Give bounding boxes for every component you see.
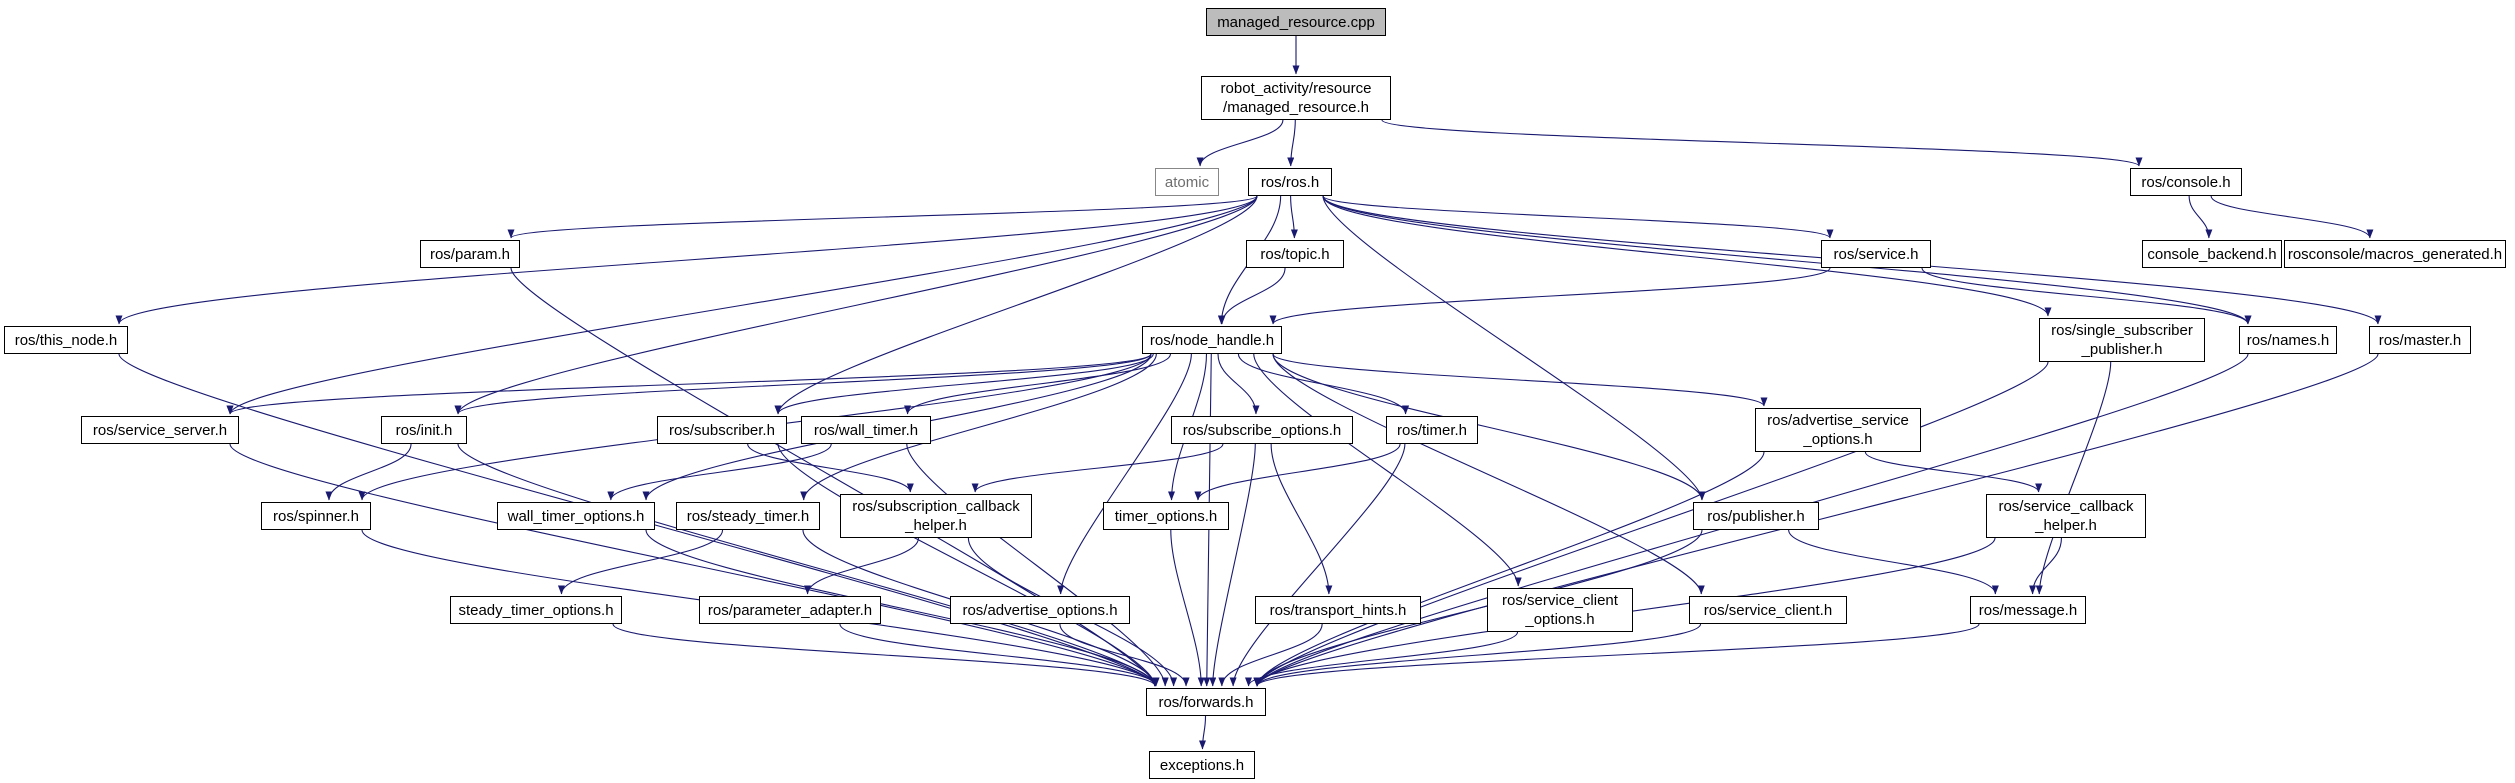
include-edge-subscribe_options-to-forwards — [1209, 443, 1256, 687]
include-edge-subscriber-to-forwards — [777, 443, 1159, 687]
graph-node-master[interactable]: ros/master.h — [2369, 326, 2471, 354]
include-edge-console-to-macros — [2210, 195, 2374, 239]
include-edge-service_server-to-forwards — [229, 443, 1159, 687]
include-edge-console-to-console_backend — [2188, 195, 2213, 239]
include-edge-mrh-to-console — [1381, 119, 2143, 167]
include-edge-subscribe_options-to-transport_hints — [1270, 443, 1333, 595]
include-edge-node_handle-to-advertise_options — [1057, 353, 1192, 595]
include-edge-subscribe_options-to-sch — [971, 443, 1224, 493]
include-edge-rosh-to-this_node — [115, 195, 1258, 325]
include-edge-timer-to-timer_options — [1194, 443, 1401, 501]
graph-node-wto[interactable]: wall_timer_options.h — [497, 502, 655, 530]
include-edge-node_handle-to-publisher — [1272, 353, 1706, 501]
include-edge-aso-to-svch — [1864, 451, 2043, 493]
graph-node-init[interactable]: ros/init.h — [381, 416, 467, 444]
graph-node-console[interactable]: ros/console.h — [2130, 168, 2242, 196]
include-edge-param-to-forwards — [510, 267, 1159, 687]
graph-node-advertise_options[interactable]: ros/advertise_options.h — [950, 596, 1130, 624]
graph-node-rosh[interactable]: ros/ros.h — [1248, 168, 1332, 196]
include-edge-parameter_adapter-to-forwards — [839, 623, 1160, 687]
graph-node-ssp[interactable]: ros/single_subscriber _publisher.h — [2039, 318, 2205, 362]
graph-node-names[interactable]: ros/names.h — [2239, 326, 2337, 354]
include-edge-publisher-to-message — [1788, 529, 1999, 595]
include-edge-rosh-to-param — [507, 195, 1258, 239]
graph-node-spinner[interactable]: ros/spinner.h — [261, 502, 371, 530]
include-edge-steady_timer-to-sto — [557, 529, 724, 595]
include-edge-rosh-to-topic — [1290, 195, 1298, 239]
include-edge-timer-to-forwards — [1229, 443, 1406, 687]
include-edge-wall_timer-to-wto — [607, 443, 832, 501]
include-edge-node_handle-to-sco — [1253, 353, 1522, 587]
graph-node-sto[interactable]: steady_timer_options.h — [450, 596, 622, 624]
include-edge-aso-to-forwards — [1253, 451, 1765, 687]
include-edge-rosh-to-service_server — [226, 195, 1258, 415]
include-edge-mrh-to-atomic — [1196, 119, 1284, 167]
graph-node-console_backend[interactable]: console_backend.h — [2142, 240, 2282, 268]
include-edge-rosh-to-init — [454, 195, 1258, 415]
graph-node-topic[interactable]: ros/topic.h — [1246, 240, 1344, 268]
graph-node-forwards[interactable]: ros/forwards.h — [1146, 688, 1266, 716]
graph-node-sco[interactable]: ros/service_client _options.h — [1487, 588, 1633, 632]
include-edge-message-to-forwards — [1253, 623, 1980, 687]
graph-node-param[interactable]: ros/param.h — [420, 240, 520, 268]
graph-node-steady_timer[interactable]: ros/steady_timer.h — [676, 502, 820, 530]
include-edge-svch-to-message — [2029, 537, 2062, 595]
graph-node-node_handle[interactable]: ros/node_handle.h — [1142, 326, 1282, 354]
graph-node-service_server[interactable]: ros/service_server.h — [81, 416, 239, 444]
include-edge-timer_options-to-forwards — [1170, 529, 1205, 687]
graph-node-transport_hints[interactable]: ros/transport_hints.h — [1255, 596, 1421, 624]
graph-node-subscriber[interactable]: ros/subscriber.h — [657, 416, 787, 444]
graph-node-service_client[interactable]: ros/service_client.h — [1689, 596, 1847, 624]
include-edge-rosh-to-ssp — [1322, 195, 2052, 317]
include-edge-service-to-names — [1921, 267, 2252, 325]
include-edge-node_handle-to-steady_timer — [800, 353, 1157, 501]
include-edge-transport_hints-to-forwards — [1218, 623, 1323, 687]
graph-node-this_node[interactable]: ros/this_node.h — [4, 326, 128, 354]
include-edge-topic-to-node_handle — [1218, 267, 1286, 325]
include-edge-mrh-to-rosh — [1287, 119, 1296, 167]
include-edge-node_handle-to-service_client — [1272, 353, 1705, 595]
graph-node-parameter_adapter[interactable]: ros/parameter_adapter.h — [699, 596, 881, 624]
graph-node-timer[interactable]: ros/timer.h — [1386, 416, 1478, 444]
include-edge-sto-to-forwards — [612, 623, 1159, 687]
include-edge-service_client-to-forwards — [1253, 623, 1702, 687]
graph-node-exceptions[interactable]: exceptions.h — [1149, 751, 1255, 779]
include-edge-node_handle-to-init — [454, 353, 1152, 415]
include-edge-node_handle-to-subscriber — [774, 353, 1154, 415]
include-edge-init-to-forwards — [457, 443, 1159, 687]
include-edge-service-to-node_handle — [1269, 267, 1831, 325]
include-edge-node_handle-to-subscribe_options — [1217, 353, 1260, 415]
graph-node-publisher[interactable]: ros/publisher.h — [1693, 502, 1819, 530]
include-edge-ssp-to-message — [2035, 361, 2112, 595]
include-edge-advertise_options-to-forwards — [1059, 623, 1190, 687]
graph-node-svch[interactable]: ros/service_callback _helper.h — [1986, 494, 2146, 538]
graph-node-sch[interactable]: ros/subscription_callback _helper.h — [840, 494, 1032, 538]
include-edge-sch-to-parameter_adapter — [804, 537, 920, 595]
graph-node-timer_options[interactable]: timer_options.h — [1103, 502, 1229, 530]
graph-node-wall_timer[interactable]: ros/wall_timer.h — [801, 416, 931, 444]
include-edge-forwards-to-exceptions — [1198, 715, 1207, 750]
graph-node-atomic: atomic — [1155, 168, 1219, 196]
graph-node-subscribe_options[interactable]: ros/subscribe_options.h — [1171, 416, 1353, 444]
include-edge-sco-to-forwards — [1245, 631, 1519, 687]
include-edge-rosh-to-subscriber — [774, 195, 1258, 415]
include-edge-node_handle-to-service_server — [226, 353, 1152, 415]
include-edge-node_handle-to-wall_timer — [904, 353, 1172, 415]
include-edge-rosh-to-publisher — [1322, 195, 1706, 501]
include-edge-node_handle-to-aso — [1272, 353, 1768, 407]
graph-node-message[interactable]: ros/message.h — [1970, 596, 2086, 624]
graph-node-macros[interactable]: rosconsole/macros_generated.h — [2284, 240, 2506, 268]
include-edge-rosh-to-names — [1322, 195, 2252, 325]
include-edge-rosh-to-service — [1322, 195, 1834, 239]
graph-node-service[interactable]: ros/service.h — [1821, 240, 1931, 268]
graph-node-cpp: managed_resource.cpp — [1206, 8, 1386, 36]
include-edge-init-to-spinner — [325, 443, 412, 501]
graph-node-mrh[interactable]: robot_activity/resource /managed_resourc… — [1201, 76, 1391, 120]
include-edge-wto-to-forwards — [645, 529, 1159, 687]
include-edge-subscriber-to-sch — [747, 443, 914, 493]
include-edge-wall_timer-to-forwards — [906, 443, 1169, 687]
include-edge-ssp-to-forwards — [1253, 361, 2049, 687]
graph-node-aso[interactable]: ros/advertise_service _options.h — [1755, 408, 1921, 452]
